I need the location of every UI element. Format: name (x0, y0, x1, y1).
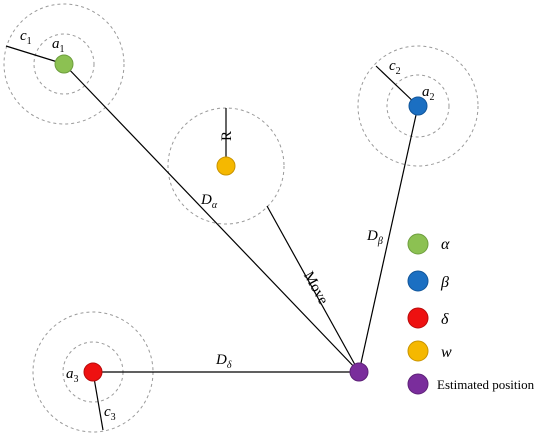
c3-radius-line (92, 371, 104, 431)
legend-item-delta: δ (407, 307, 449, 329)
legend-swatch-beta (407, 270, 429, 292)
legend-swatch-w (407, 340, 429, 362)
legend-item-w: w (407, 340, 452, 362)
label-d-alpha: Dα (200, 192, 218, 211)
label-c2: c2 (389, 58, 401, 77)
label-d-beta: Dβ (366, 228, 383, 247)
label-a3: a3 (66, 366, 79, 385)
legend-label-alpha: α (441, 236, 450, 253)
c2-radius-line (375, 65, 419, 107)
move-edge (266, 205, 360, 373)
label-c1: c1 (20, 28, 32, 47)
legend-swatch-estimated (407, 373, 429, 395)
alpha-outer-ring (3, 3, 125, 125)
label-move: Move (300, 269, 331, 308)
node-estimated (349, 362, 369, 382)
label-r: R (219, 131, 235, 141)
legend-label-estimated: Estimated position (437, 377, 535, 392)
node-alpha (54, 54, 74, 74)
legend-label-beta: β (440, 274, 449, 291)
legend-item-alpha: α (407, 233, 450, 255)
label-a1: a1 (52, 36, 65, 55)
node-delta (83, 362, 103, 382)
c1-radius-line (5, 45, 65, 65)
node-w (216, 156, 236, 176)
legend-item-beta: β (407, 270, 449, 292)
legend: α β δ w Estimated position (407, 233, 535, 395)
beta-outer-ring (357, 45, 479, 167)
node-beta (408, 96, 428, 116)
legend-label-delta: δ (441, 311, 449, 328)
d-alpha-edge (63, 63, 360, 373)
legend-swatch-alpha (407, 233, 429, 255)
label-a2: a2 (422, 84, 435, 103)
legend-item-estimated: Estimated position (407, 373, 535, 395)
label-d-delta: Dδ (215, 352, 232, 371)
label-c3: c3 (104, 404, 116, 423)
beta-inner-ring (386, 74, 450, 138)
d-beta-edge (358, 105, 419, 373)
legend-swatch-delta (407, 307, 429, 329)
alpha-inner-ring (33, 33, 95, 95)
legend-label-w: w (441, 344, 452, 361)
